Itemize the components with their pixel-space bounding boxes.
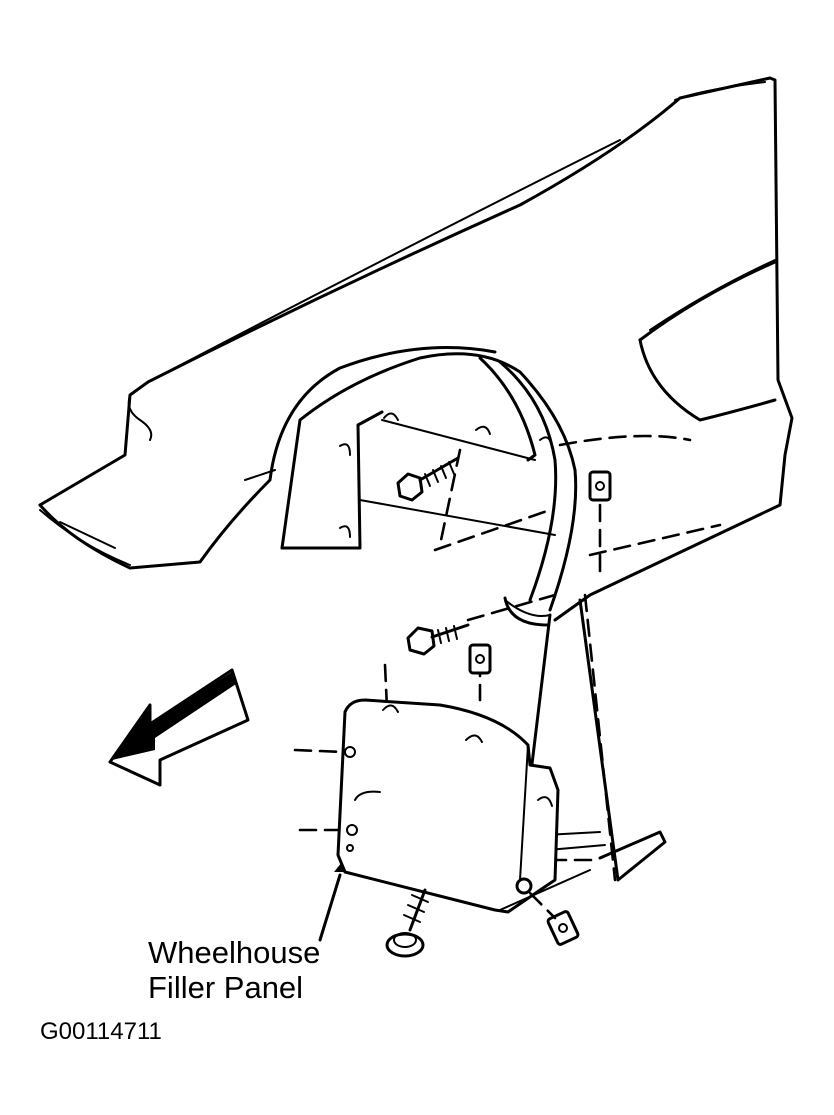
push-pin	[515, 877, 557, 920]
figure-id: G00114711	[40, 1018, 162, 1045]
callout-leader	[318, 862, 346, 942]
wheelhouse-filler-panel	[336, 698, 591, 914]
callout-line-2: Filler Panel	[148, 970, 304, 1005]
callout-line-1: Wheelhouse	[148, 935, 321, 970]
callout-label: Wheelhouse Filler Panel	[148, 935, 320, 1005]
bolt-lower	[385, 888, 429, 958]
bolt-upper	[396, 456, 460, 502]
retaining-hooks	[339, 412, 553, 807]
clip-nut-upper	[588, 470, 612, 502]
wheelhouse-liner	[280, 352, 578, 627]
fender-panel	[38, 76, 794, 622]
clip-nut-lower	[546, 910, 580, 946]
clip-nut-middle	[468, 643, 492, 675]
bolt-middle	[406, 623, 470, 656]
front-direction-arrow	[108, 668, 250, 787]
